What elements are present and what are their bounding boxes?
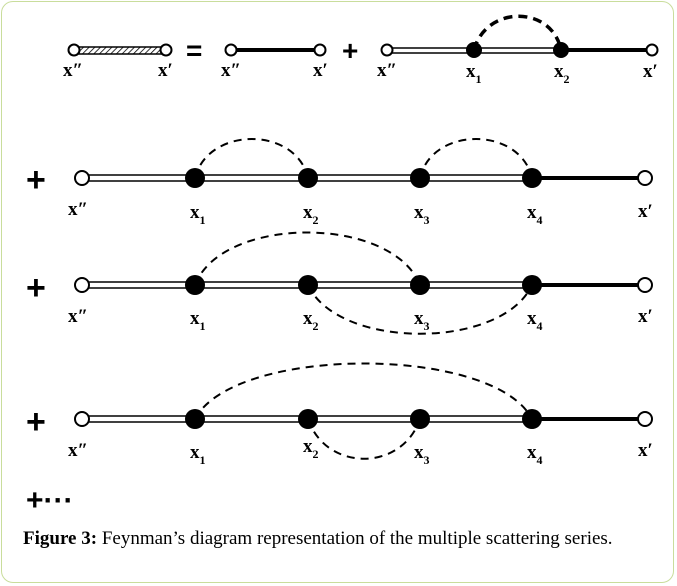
endpoint-open xyxy=(637,170,653,186)
row-1: x″ x′ = x″ x′ + x″ x1 x2 x′ xyxy=(63,14,659,86)
label-x3: x3 xyxy=(414,442,430,467)
label-x1: x1 xyxy=(466,61,482,86)
interaction-loop xyxy=(194,138,309,179)
vertex xyxy=(410,168,430,188)
vertex xyxy=(185,168,205,188)
vertex xyxy=(522,275,542,295)
caption-label: Figure 3: xyxy=(23,528,98,549)
label-x2: x2 xyxy=(303,202,319,227)
label-x1: x1 xyxy=(190,442,206,467)
label-x-prime: x′ xyxy=(313,60,328,81)
vertex xyxy=(553,42,569,58)
label-x1: x1 xyxy=(190,202,206,227)
plus-sign: + xyxy=(26,269,46,307)
label-x4: x4 xyxy=(527,202,543,227)
label-x-double-prime: x″ xyxy=(63,60,83,81)
label-x-double-prime: x″ xyxy=(68,306,88,327)
vertex xyxy=(522,168,542,188)
endpoint-open xyxy=(224,43,238,57)
label-x-double-prime: x″ xyxy=(68,199,88,220)
plus-sign: + xyxy=(26,403,46,441)
equals-sign: = xyxy=(186,35,202,66)
interaction-loop xyxy=(307,418,421,460)
vertex xyxy=(298,168,318,188)
interaction-loop xyxy=(194,362,533,420)
vertex xyxy=(410,409,430,429)
label-x4: x4 xyxy=(527,308,543,333)
label-x2: x2 xyxy=(554,61,570,86)
plus-sign: + xyxy=(26,161,46,199)
endpoint-open xyxy=(637,411,653,427)
label-x2: x2 xyxy=(303,436,319,461)
endpoint-open xyxy=(67,43,81,57)
label-x-double-prime: x″ xyxy=(377,60,397,81)
interaction-loop xyxy=(194,231,421,286)
endpoint-open xyxy=(380,43,394,57)
figure-caption: Figure 3: Feynman’s diagram representati… xyxy=(23,525,663,552)
endpoint-open xyxy=(645,43,659,57)
vertex xyxy=(185,275,205,295)
label-x-prime: x′ xyxy=(638,306,653,327)
row-3: + x″ x1 x2 x3 x4 x′ xyxy=(26,231,653,335)
label-x-double-prime: x″ xyxy=(68,440,88,461)
interaction-loop xyxy=(472,14,563,51)
label-x3: x3 xyxy=(414,308,430,333)
vertex xyxy=(185,409,205,429)
label-x1: x1 xyxy=(190,308,206,333)
label-x-double-prime: x″ xyxy=(221,60,241,81)
vertex xyxy=(522,409,542,429)
label-x2: x2 xyxy=(303,308,319,333)
label-x3: x3 xyxy=(414,202,430,227)
endpoint-open xyxy=(313,43,327,57)
endpoint-open xyxy=(74,277,90,293)
label-x-prime: x′ xyxy=(643,61,658,82)
interaction-loop xyxy=(307,284,533,335)
plus-sign: + xyxy=(342,35,358,66)
endpoint-open xyxy=(74,170,90,186)
series-continuation: +··· xyxy=(26,484,74,517)
row-2: + x″ x1 x2 x3 x4 x′ xyxy=(26,138,653,227)
endpoint-open xyxy=(74,411,90,427)
dressed-propagator xyxy=(78,46,165,55)
vertex xyxy=(298,275,318,295)
row-4: + x″ x1 x2 x3 x4 x′ xyxy=(26,362,653,467)
label-x-prime: x′ xyxy=(638,440,653,461)
label-x-prime: x′ xyxy=(638,201,653,222)
label-x-prime: x′ xyxy=(158,60,173,81)
endpoint-open xyxy=(159,43,173,57)
interaction-loop xyxy=(419,138,533,179)
label-x4: x4 xyxy=(527,442,543,467)
vertex xyxy=(298,409,318,429)
endpoint-open xyxy=(637,277,653,293)
vertex xyxy=(466,42,482,58)
caption-text: Feynman’s diagram representation of the … xyxy=(97,528,613,549)
vertex xyxy=(410,275,430,295)
